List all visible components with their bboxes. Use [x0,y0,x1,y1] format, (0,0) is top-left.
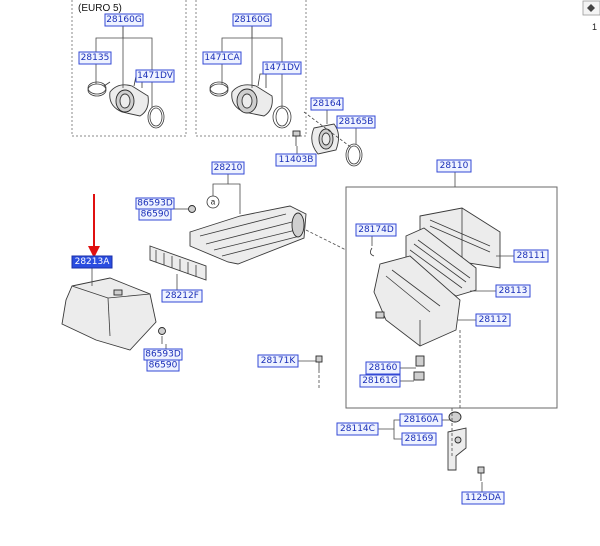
leader-lines [91,26,514,492]
hook-28174d-drawing [370,247,375,257]
svg-text:28165B: 28165B [339,117,374,127]
svg-text:86590: 86590 [149,361,178,371]
red-pointer-arrow-icon [88,194,100,258]
label-28160G-euro5[interactable]: 28160G [104,13,144,27]
label-1471DV-main[interactable]: 1471DV [262,61,302,75]
svg-text:1471CA: 1471CA [204,53,240,63]
label-28165B[interactable]: 28165B [336,115,376,129]
svg-text:28169: 28169 [405,434,434,444]
euro5-inset-frame [71,0,187,137]
label-28161G[interactable]: 28161G [359,374,401,388]
label-1125DA[interactable]: 1125DA [461,491,505,505]
label-28113[interactable]: 28113 [495,284,531,298]
air-cleaner-body-28112-drawing [373,255,461,347]
clip-86590-bottom-drawing [158,327,166,335]
label-28160A[interactable]: 28160A [399,413,443,427]
svg-text:28111: 28111 [517,251,546,261]
label-28210[interactable]: 28210 [211,161,245,175]
svg-text:28160G: 28160G [106,15,142,25]
svg-text:28174D: 28174D [358,225,394,235]
svg-text:28135: 28135 [81,53,110,63]
label-11403B[interactable]: 11403B [275,153,317,167]
euro5-variant-note: (EURO 5) [78,3,122,14]
svg-text:28114C: 28114C [340,424,375,434]
svg-text:28113: 28113 [499,286,528,296]
clamp-1471dv-drawing [272,105,292,129]
label-1471CA[interactable]: 1471CA [202,51,242,65]
svg-text:28161G: 28161G [362,376,398,386]
label-28164[interactable]: 28164 [310,97,344,111]
grommet-28160-drawing [415,355,425,367]
svg-text:28110: 28110 [440,161,469,171]
euro5-sensor-drawing [109,75,149,117]
euro5-clamp-drawing [87,81,111,97]
clip-86590-top-drawing [188,205,196,213]
label-28135[interactable]: 28135 [78,51,112,65]
label-28111[interactable]: 28111 [513,249,549,263]
clamp-1471ca-drawing [209,81,229,97]
label-28110[interactable]: 28110 [436,159,472,173]
label-28213A-selected[interactable]: 28213A [71,255,113,269]
label-28112[interactable]: 28112 [475,313,511,327]
label-28160[interactable]: 28160 [365,361,401,375]
airflow-sensor-drawing [231,73,273,117]
svg-text:28213A: 28213A [75,257,111,267]
bracket-28114c-drawing [447,427,467,471]
label-28114C[interactable]: 28114C [336,422,379,436]
o-ring-28165b-drawing [345,143,363,167]
label-86590-top[interactable]: 86590 [138,208,172,221]
svg-text:86593D: 86593D [137,199,173,209]
label-28174D[interactable]: 28174D [355,223,397,237]
air-cleaner-frame [345,186,558,409]
euro5-ring-clamp-drawing [147,105,165,129]
svg-text:28160G: 28160G [234,15,270,25]
bolt-28171k-drawing [315,355,323,370]
engine-cover-28213a-drawing [61,277,157,351]
sensor-28164-drawing [311,123,339,155]
bolt-1125da-drawing [477,466,485,481]
resonator-28212f-drawing [149,245,207,281]
svg-text:28160: 28160 [369,363,398,373]
svg-text:28212F: 28212F [165,291,199,301]
bushing-28161g-drawing [413,371,425,381]
svg-text:28112: 28112 [479,315,508,325]
svg-text:28160A: 28160A [404,415,440,425]
label-86593D-bottom[interactable]: 86593D [143,348,183,361]
position-mark-label: a [211,198,216,207]
air-filter-element-28113-drawing [405,227,477,297]
svg-text:28210: 28210 [214,163,243,173]
svg-text:86590: 86590 [141,210,170,220]
bolt-11403b-drawing [292,130,301,146]
label-28160G-main[interactable]: 28160G [232,13,272,27]
label-28169[interactable]: 28169 [401,432,437,446]
air-duct-28210-drawing [189,205,307,265]
label-1471DV-euro5[interactable]: 1471DV [135,69,175,83]
svg-text:11403B: 11403B [279,155,314,165]
svg-text:1125DA: 1125DA [465,493,502,503]
svg-text:1471DV: 1471DV [137,71,174,81]
svg-text:28171K: 28171K [261,356,297,366]
svg-text:1471DV: 1471DV [264,63,301,73]
svg-text:28164: 28164 [313,99,342,109]
label-28212F[interactable]: 28212F [161,289,203,303]
label-28171K[interactable]: 28171K [257,354,299,368]
svg-text:86593D: 86593D [145,350,181,360]
grommet-28160a-drawing [448,411,462,423]
label-86590-bottom[interactable]: 86590 [146,359,180,372]
label-86593D-top[interactable]: 86593D [135,197,175,210]
corner-diamond-icon[interactable] [582,0,600,16]
corner-number: 1 [592,22,597,32]
